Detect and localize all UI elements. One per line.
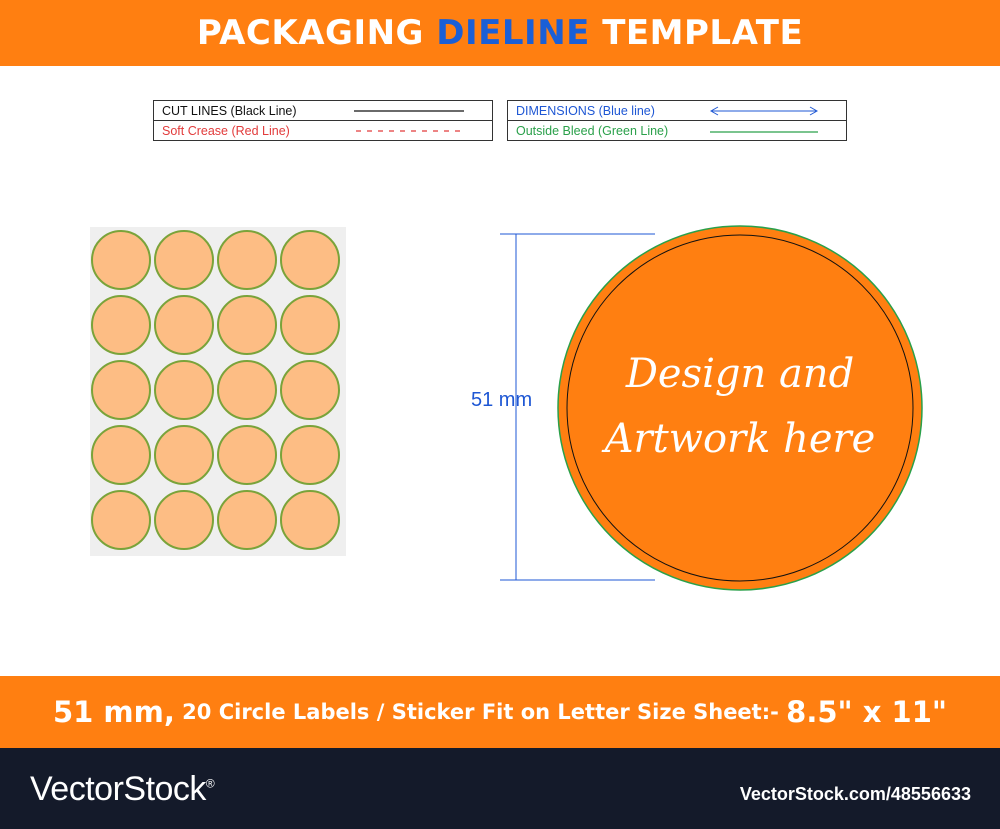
page-title: PACKAGING DIELINE TEMPLATE: [196, 13, 804, 53]
sheet-label-circle: [91, 295, 151, 355]
legend-bleed-label: Outside Bleed (Green Line): [516, 124, 669, 138]
legend-box-lines: CUT LINES (Black Line) Soft Crease (Red …: [153, 100, 493, 141]
legend-cut-label: CUT LINES (Black Line): [162, 103, 297, 118]
sheet-label-circle: [280, 490, 340, 550]
sheet-label-circle: [91, 230, 151, 290]
footer-info-band: 51 mm, 20 Circle Labels / Sticker Fit on…: [0, 676, 1000, 748]
sheet-label-circle: [154, 490, 214, 550]
letter-sheet-preview: [90, 227, 346, 556]
dimension-line: [500, 233, 655, 581]
sheet-label-circle: [280, 295, 340, 355]
sheet-label-circle: [217, 295, 277, 355]
footer-sheet-size: 8.5" x 11": [786, 695, 948, 729]
vectorstock-image-id: VectorStock.com/48556633: [739, 784, 971, 804]
header-banner: PACKAGING DIELINE TEMPLATE: [0, 0, 1000, 66]
vectorstock-logo: VectorStock®: [30, 770, 215, 808]
sheet-label-circle: [154, 230, 214, 290]
legend-box-markers: DIMENSIONS (Blue line) Outside Bleed (Gr…: [507, 100, 847, 141]
crease-line-sample: [356, 130, 464, 132]
sheet-label-circle: [154, 360, 214, 420]
bleed-line-sample: [710, 131, 818, 133]
legend-row-dimensions: DIMENSIONS (Blue line): [508, 101, 846, 121]
footer-size: 51 mm,: [52, 695, 175, 729]
dimension-label: 51 mm: [471, 389, 533, 411]
watermark-bar: VectorStock® VectorStock.com/48556633: [0, 748, 1000, 829]
legend-row-bleed: Outside Bleed (Green Line): [508, 121, 846, 141]
sheet-label-circle: [217, 360, 277, 420]
footer-description: 20 Circle Labels / Sticker Fit on Letter…: [174, 700, 787, 724]
legend-row-crease: Soft Crease (Red Line): [154, 121, 492, 141]
legend-crease-label: Soft Crease (Red Line): [162, 124, 290, 138]
sheet-label-circle: [217, 230, 277, 290]
sheet-label-circle: [280, 360, 340, 420]
sheet-label-circle: [154, 425, 214, 485]
sheet-label-circle: [217, 490, 277, 550]
sheet-label-circle: [91, 360, 151, 420]
dimension-arrow-sample: [709, 106, 819, 116]
sheet-label-circle: [154, 295, 214, 355]
sheet-label-circle: [280, 425, 340, 485]
sheet-label-circle: [280, 230, 340, 290]
circle-label-shape: [557, 225, 923, 591]
legend-dimensions-label: DIMENSIONS (Blue line): [516, 103, 655, 118]
artwork-placeholder-line1: Design and: [625, 351, 855, 397]
legend-row-cut: CUT LINES (Black Line): [154, 101, 492, 121]
artwork-placeholder-line2: Artwork here: [604, 416, 876, 462]
circle-label-artwork: Design and Artwork here: [557, 225, 923, 591]
sheet-label-circle: [217, 425, 277, 485]
cut-line-sample: [354, 110, 464, 112]
sheet-label-circle: [91, 425, 151, 485]
sheet-label-circle: [91, 490, 151, 550]
title-accent: DIELINE: [436, 13, 590, 53]
